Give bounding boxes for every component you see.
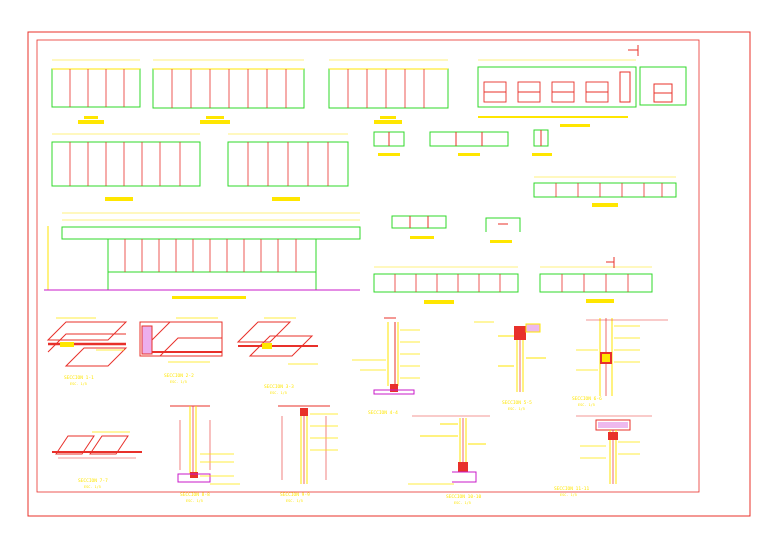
small-detail-d: [391, 215, 447, 239]
section-5-5-title: SECCION 5-5: [502, 400, 532, 406]
small-detail-e: [485, 217, 521, 243]
section-9-9-detail: SECCION 9-9 ESC. 1/5: [278, 405, 338, 503]
section-5-5-scale: ESC. 1/5: [508, 407, 525, 411]
section-2-2-scale: ESC. 1/5: [170, 380, 187, 384]
inner-border: [36, 39, 700, 493]
section-6-6-title: SECCION 6-6: [572, 396, 602, 402]
section-6-6-scale: ESC. 1/5: [578, 403, 595, 407]
elevation-9: [539, 257, 653, 303]
elevation-6: [227, 133, 349, 201]
section-9-9-scale: ESC. 1/5: [286, 499, 303, 503]
small-detail-a: [373, 131, 405, 156]
elevation-5: [51, 133, 201, 201]
section-1-1-detail: SECCION 1-1 ESC. 1/5: [46, 317, 128, 386]
elevation-8: [373, 266, 519, 304]
section-10-10-title: SECCION 10-10: [446, 494, 482, 500]
elevation-4-with-openings: [477, 45, 687, 127]
section-6-6-detail: SECCION 6-6 ESC. 1/5: [572, 318, 668, 407]
section-1-1-scale: ESC. 1/5: [70, 382, 87, 386]
section-3-3-detail: SECCION 3-3 ESC. 1/5: [236, 317, 318, 395]
elevation-3: [328, 59, 449, 124]
outer-border: [27, 31, 751, 517]
section-4-4-title: SECCION 4-4: [368, 410, 398, 416]
elevation-7: [533, 176, 677, 207]
elevation-2: [152, 59, 305, 124]
elevation-1: [51, 59, 141, 124]
section-3-3-title: SECCION 3-3: [264, 384, 294, 390]
section-7-7-detail: SECCION 7-7 ESC. 1/5: [52, 431, 142, 489]
section-2-2-title: SECCION 2-2: [164, 373, 194, 379]
section-10-10-detail: SECCION 10-10 ESC. 1/5: [408, 415, 490, 505]
section-3-3-scale: ESC. 1/5: [270, 391, 287, 395]
section-11-11-title: SECCION 11-11: [554, 486, 590, 492]
section-8-8-title: SECCION 8-8: [180, 492, 210, 498]
long-elevation: [44, 212, 361, 299]
section-4-4-detail: SECCION 4-4: [352, 317, 420, 416]
section-2-2-detail: SECCION 2-2 ESC. 1/5: [139, 317, 223, 384]
section-10-10-scale: ESC. 1/5: [454, 501, 471, 505]
section-9-9-title: SECCION 9-9: [280, 492, 310, 498]
small-detail-b: [429, 131, 509, 156]
small-detail-c: [532, 129, 552, 156]
section-7-7-title: SECCION 7-7: [78, 478, 108, 484]
section-11-11-detail: SECCION 11-11 ESC. 1/5: [554, 415, 652, 497]
section-11-11-scale: ESC. 1/5: [560, 493, 577, 497]
section-7-7-scale: ESC. 1/5: [84, 485, 101, 489]
section-8-8-scale: ESC. 1/5: [186, 499, 203, 503]
section-8-8-detail: SECCION 8-8 ESC. 1/5: [170, 405, 240, 503]
section-1-1-title: SECCION 1-1: [64, 375, 94, 381]
section-5-5-detail: SECCION 5-5 ESC. 1/5: [474, 321, 546, 411]
